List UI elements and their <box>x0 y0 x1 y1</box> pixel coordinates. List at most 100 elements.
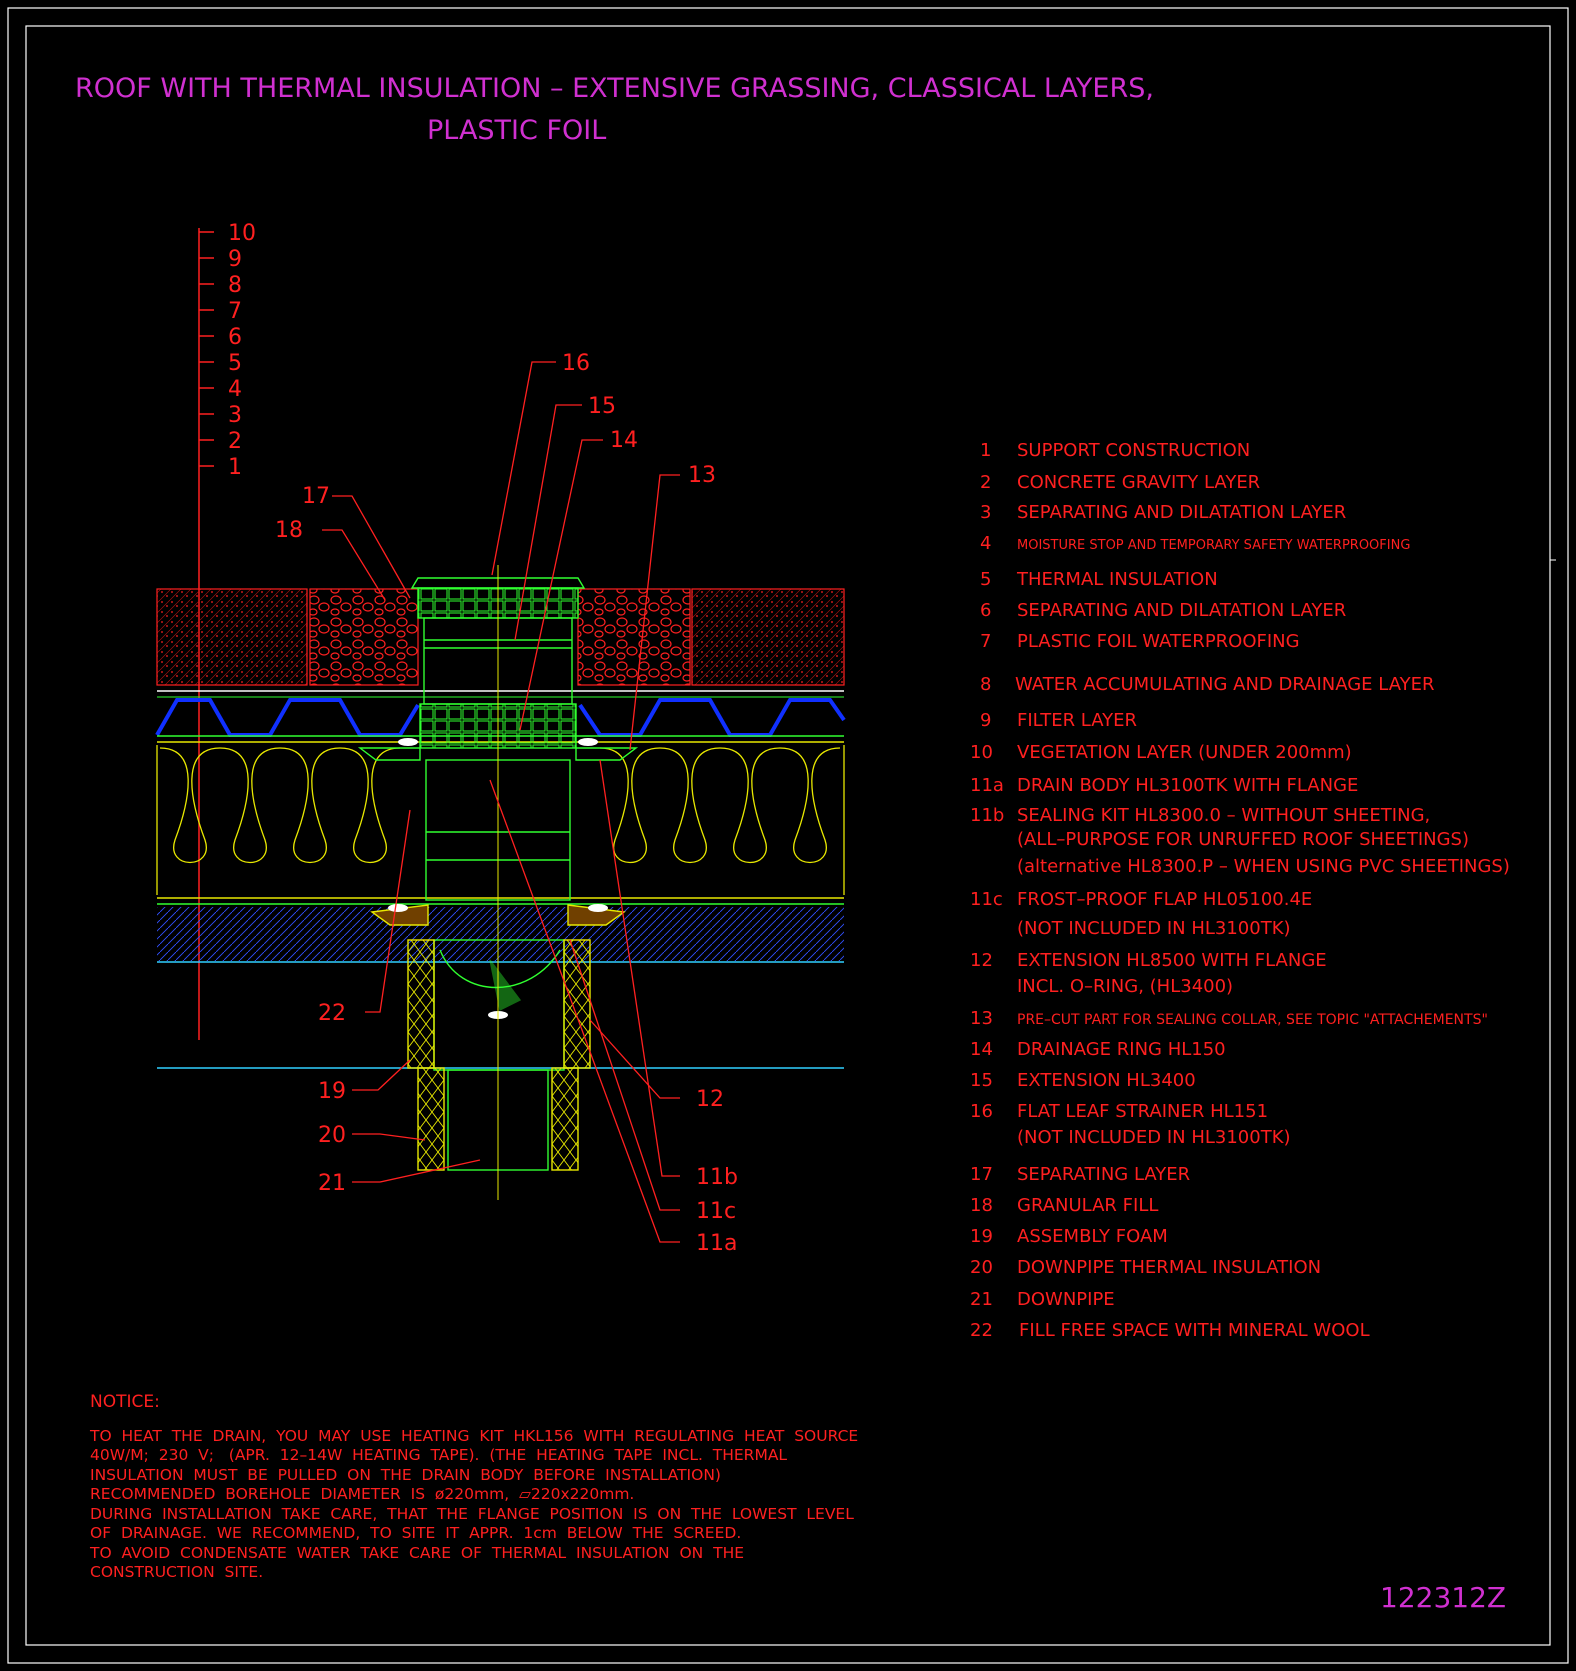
drainage-layer <box>155 698 846 737</box>
callout-13: 13 <box>688 463 716 488</box>
callout-17: 17 <box>302 484 330 509</box>
notice-line: TO AVOID CONDENSATE WATER TAKE CARE OF T… <box>90 1543 745 1562</box>
drain-assembly <box>357 565 639 1200</box>
title-line-1: ROOF WITH THERMAL INSULATION – EXTENSIVE… <box>75 73 1154 104</box>
callout-labels: 16 15 14 13 17 18 22 19 20 21 12 11b 11c… <box>275 351 738 1256</box>
legend-text: FILL FREE SPACE WITH MINERAL WOOL <box>1019 1320 1370 1341</box>
drawing-number: 122312Z <box>1380 1581 1506 1614</box>
granular-fill <box>309 588 419 686</box>
inner-frame <box>25 25 1551 1646</box>
roof-section <box>155 588 846 1069</box>
notice-line: CONSTRUCTION SITE. <box>90 1563 264 1581</box>
legend-text: SEPARATING AND DILATATION LAYER <box>1017 600 1346 621</box>
legend-text: CONCRETE GRAVITY LAYER <box>1017 472 1260 493</box>
downpipe-insulation <box>417 1067 445 1171</box>
callout-19: 19 <box>318 1079 346 1104</box>
legend-text: SEPARATING LAYER <box>1017 1164 1190 1185</box>
legend-num: 14 <box>970 1039 993 1060</box>
legend-num: 9 <box>980 710 991 731</box>
callout-18: 18 <box>275 518 303 543</box>
notice-line: OF DRAINAGE. WE RECOMMEND, TO SITE IT AP… <box>90 1524 742 1542</box>
legend-text: (alternative HL8300.P – WHEN USING PVC S… <box>1017 856 1510 877</box>
legend-num: 22 <box>970 1320 993 1341</box>
notice-heading: NOTICE: <box>90 1392 160 1412</box>
callout-21: 21 <box>318 1171 346 1196</box>
callout-20: 20 <box>318 1123 346 1148</box>
legend-num: 1 <box>980 440 991 461</box>
drain-flange <box>357 747 639 761</box>
legend-num: 17 <box>970 1164 993 1185</box>
legend-num: 12 <box>970 950 993 971</box>
notice-line: DURING INSTALLATION TAKE CARE, THAT THE … <box>90 1504 854 1523</box>
legend-text: PLASTIC FOIL WATERPROOFING <box>1017 631 1300 652</box>
legend-text: DRAINAGE RING HL150 <box>1017 1039 1226 1060</box>
support-construction <box>157 907 844 961</box>
scale-label-2: 2 <box>228 429 242 454</box>
scale-label-8: 8 <box>228 273 242 298</box>
legend-num: 13 <box>970 1008 993 1029</box>
callout-11a: 11a <box>696 1231 737 1256</box>
legend-num: 2 <box>980 472 991 493</box>
outer-frame <box>7 7 1569 1664</box>
scale-label-10: 10 <box>228 221 256 246</box>
notice-line: 40W/M; 230 V; (APR. 12–14W HEATING TAPE)… <box>90 1446 788 1464</box>
legend-num: 4 <box>980 533 991 554</box>
legend-text: FLAT LEAF STRAINER HL151 <box>1017 1101 1268 1122</box>
legend-num: 20 <box>970 1257 993 1278</box>
legend-num: 18 <box>970 1195 993 1216</box>
legend-num: 8 <box>980 674 991 695</box>
legend-num: 7 <box>980 631 991 652</box>
legend-text: MOISTURE STOP AND TEMPORARY SAFETY WATER… <box>1017 538 1410 553</box>
legend-num: 21 <box>970 1289 993 1310</box>
legend-text: SEALING KIT HL8300.0 – WITHOUT SHEETING, <box>1017 805 1430 826</box>
legend-text: ASSEMBLY FOAM <box>1017 1226 1168 1247</box>
scale-label-5: 5 <box>228 351 242 376</box>
legend: 1 SUPPORT CONSTRUCTION 2 CONCRETE GRAVIT… <box>970 440 1510 1341</box>
legend-text: FROST–PROOF FLAP HL05100.4E <box>1017 889 1312 910</box>
legend-text: INCL. O–RING, (HL3400) <box>1017 976 1233 997</box>
scale-label-9: 9 <box>228 247 242 272</box>
callout-11b: 11b <box>696 1165 738 1190</box>
legend-num: 15 <box>970 1070 993 1091</box>
legend-text: PRE–CUT PART FOR SEALING COLLAR, SEE TOP… <box>1017 1012 1488 1028</box>
thermal-insulation <box>156 745 845 895</box>
legend-num: 3 <box>980 502 991 523</box>
legend-num: 6 <box>980 600 991 621</box>
legend-text: DRAIN BODY HL3100TK WITH FLANGE <box>1017 775 1358 796</box>
scale-label-3: 3 <box>228 403 242 428</box>
legend-num: 11a <box>970 775 1004 796</box>
notice-line: TO HEAT THE DRAIN, YOU MAY USE HEATING K… <box>90 1426 859 1445</box>
legend-text: FILTER LAYER <box>1017 710 1137 731</box>
callouts <box>322 361 680 1243</box>
legend-text: (ALL–PURPOSE FOR UNRUFFED ROOF SHEETINGS… <box>1017 829 1469 850</box>
scale-label-7: 7 <box>228 299 242 324</box>
legend-text: (NOT INCLUDED IN HL3100TK) <box>1017 1127 1291 1148</box>
legend-num: 11b <box>970 805 1004 826</box>
legend-text: EXTENSION HL3400 <box>1017 1070 1196 1091</box>
notice-block: NOTICE: TO HEAT THE DRAIN, YOU MAY USE H… <box>90 1392 859 1583</box>
legend-num: 16 <box>970 1101 993 1122</box>
notice-line: INSULATION MUST BE PULLED ON THE DRAIN B… <box>90 1465 721 1484</box>
legend-text: SUPPORT CONSTRUCTION <box>1017 440 1250 461</box>
legend-num: 11c <box>970 889 1003 910</box>
callout-12: 12 <box>696 1087 724 1112</box>
callout-16: 16 <box>562 351 590 376</box>
legend-text: THERMAL INSULATION <box>1016 569 1218 590</box>
legend-text: DOWNPIPE THERMAL INSULATION <box>1017 1257 1321 1278</box>
callout-14: 14 <box>610 428 638 453</box>
notice-line: RECOMMENDED BOREHOLE DIAMETER IS ø220mm,… <box>90 1485 635 1503</box>
legend-num: 19 <box>970 1226 993 1247</box>
legend-text: WATER ACCUMULATING AND DRAINAGE LAYER <box>1015 674 1435 695</box>
scale-label-1: 1 <box>228 455 242 480</box>
legend-text: EXTENSION HL8500 WITH FLANGE <box>1017 950 1327 971</box>
vegetation-layer <box>156 588 308 686</box>
callout-11c: 11c <box>696 1199 736 1224</box>
callout-22: 22 <box>318 1001 346 1026</box>
legend-num: 5 <box>980 569 991 590</box>
legend-text: DOWNPIPE <box>1017 1289 1115 1310</box>
legend-text: (NOT INCLUDED IN HL3100TK) <box>1017 918 1291 939</box>
scale-label-6: 6 <box>228 325 242 350</box>
legend-num: 10 <box>970 742 993 763</box>
title-line-2: PLASTIC FOIL <box>427 115 606 146</box>
